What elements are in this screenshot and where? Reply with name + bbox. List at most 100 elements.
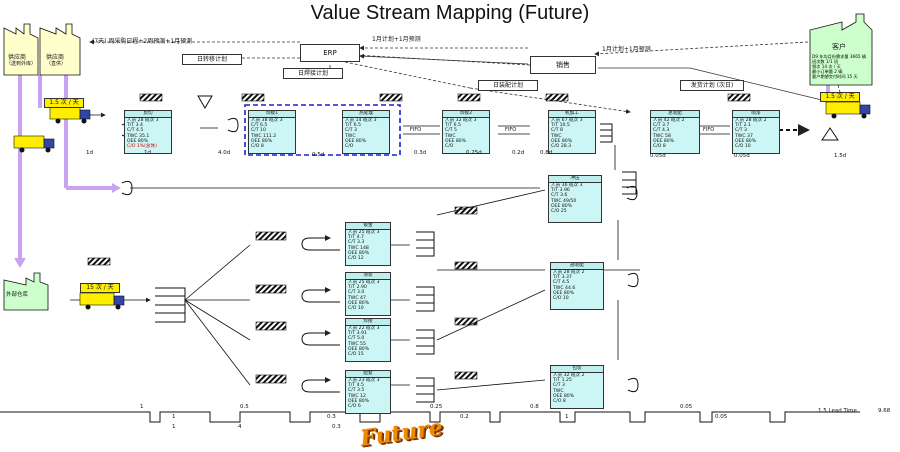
- process-name: 机加工: [549, 111, 595, 118]
- process-metric: TWC 44.6: [553, 285, 576, 291]
- supplier-left-sub: （送到外库）: [6, 61, 37, 67]
- process-name: 包装: [551, 366, 603, 373]
- process-metric: C/T 4.5: [127, 128, 144, 134]
- process-metric: C/O 8: [553, 399, 566, 405]
- timeline-top-label: 0.2: [460, 414, 469, 420]
- process-metric: C/T 4.5: [553, 280, 570, 286]
- process-name: 部装配: [551, 263, 603, 270]
- process-metric: 人员 38 班次 3: [251, 118, 283, 123]
- process-metric: C/O 15: [348, 352, 364, 358]
- process-metric: TWC 47: [348, 295, 366, 301]
- process-metric: OEE 80%: [553, 290, 575, 296]
- customer-info-line: 客户期望交付时间 15 天: [812, 74, 858, 79]
- process-name: 冲压: [549, 176, 601, 183]
- shipping-plan-label: 发货计划 (次日): [680, 80, 744, 91]
- inventory-triangles: [197, 95, 839, 141]
- daily-weld-label: 日焊接计划: [283, 68, 343, 79]
- erp-box: ERP: [300, 44, 360, 62]
- process-metric: C/O 28.3: [551, 144, 572, 150]
- timeline: [0, 411, 860, 423]
- process-metric: C/O: [345, 144, 354, 150]
- process-metric: 人员 14 班次 3: [345, 118, 377, 123]
- customer-name: 客户: [832, 43, 846, 51]
- trucks: [13, 101, 871, 310]
- kaizen-focus-box: [244, 104, 401, 156]
- process-metric: C/T 3.7: [653, 123, 670, 129]
- process-metric: T/T 4.5: [348, 383, 364, 389]
- fifo-label-2: FIFO: [505, 127, 517, 133]
- process-metric: C/T 3.6: [551, 193, 568, 199]
- process-metric: OEE 80%: [735, 138, 757, 144]
- process-metric: C/O 10: [348, 306, 364, 312]
- process-metric: OEE 80%: [345, 138, 367, 144]
- process-metric: C/T 5: [445, 128, 457, 134]
- process-name: 配套: [346, 371, 390, 378]
- inventory-day-label: 1d: [144, 150, 151, 156]
- inventory-day-label: 4.0d: [218, 150, 231, 156]
- process-metric: OEE 80%: [127, 138, 149, 144]
- timeline-top-label: 0.3: [327, 414, 336, 420]
- process-metric: T/T 6.5: [345, 123, 361, 129]
- process-name: 涂装: [346, 273, 390, 280]
- process-metric: 人员 28 班次 3: [127, 118, 159, 123]
- process-arrows: [70, 112, 810, 391]
- process-metric: C/O 6: [348, 404, 361, 410]
- process-metric: T/T 3.37: [553, 275, 572, 281]
- timeline-top-label: 0.8: [530, 404, 539, 410]
- process-name: 焊接1: [249, 111, 295, 118]
- truck-mid-label: 15 次 / 天: [80, 283, 120, 293]
- truck-out-label: 1.5 次 / 天: [820, 92, 860, 102]
- process-metric: T/T 10.5: [551, 123, 570, 129]
- process-metric: C/T 6.5: [251, 123, 268, 129]
- timeline-top-label: 0.5: [240, 404, 249, 410]
- supplier-right-sub: （直供）: [46, 61, 67, 67]
- process-metric: 人员 42 班次 2: [653, 118, 685, 123]
- process-metric: C/T 8: [551, 128, 563, 134]
- process-metric: C/T 3: [735, 128, 747, 134]
- purple-arrow-head: [14, 258, 26, 268]
- shipping-plan-line: [598, 67, 831, 104]
- inventory-day-label: 0.25d: [466, 150, 482, 156]
- customer-factory: [809, 13, 873, 86]
- process-metric: OEE 80%: [553, 393, 575, 399]
- process-metric: OEE 80%: [653, 138, 675, 144]
- process-metric: TWC 35.1: [127, 133, 150, 139]
- process-metric: T/T 2.90: [348, 285, 367, 291]
- process-metric: T/T 4.7: [348, 235, 364, 241]
- process-metric: 人员 28 班次 2: [553, 270, 585, 275]
- process-metric: 人员 28 班次 2: [735, 118, 767, 123]
- process-metric: C/T 3: [553, 383, 565, 389]
- process-metric: C/O 10: [553, 296, 569, 302]
- process-name: 焊接2: [443, 111, 489, 118]
- customer-info: D9 年均月份需求量 3665 辆班次数 1/1 班频次 14 次 / 天最小订…: [812, 54, 872, 79]
- customer-info-line: 最小订单量 2 辆: [812, 69, 843, 74]
- timeline-top-label: 1: [140, 404, 144, 410]
- timeline-bottom-label: 0.3: [332, 424, 341, 430]
- page-title: Value Stream Mapping (Future): [310, 2, 590, 24]
- process-metric: OEE 80%: [348, 250, 370, 256]
- supplier-right-name: 供应商: [46, 54, 65, 61]
- inventory-day-label: 0.05d: [734, 153, 750, 159]
- process-metric: C/T 10: [251, 128, 266, 134]
- process-metric: T/T 3.96: [551, 188, 570, 194]
- fifo-label-3: FIFO: [703, 127, 715, 133]
- customer-info-line: D9 年均月份需求量 3665 辆: [812, 54, 867, 59]
- process-metric: T/T 6.5: [445, 123, 461, 129]
- process-metric: C/T 5.0: [348, 336, 365, 342]
- push-arrows: [87, 93, 751, 384]
- process-metric: TWC: [445, 133, 456, 139]
- customer-info-line: 班次数 1/1 班: [812, 59, 839, 64]
- truck-in-label: 1.5 次 / 天: [44, 98, 84, 108]
- process-metric: TWC 12: [348, 393, 366, 399]
- process-metric: OEE 80%: [445, 138, 467, 144]
- month-plan-label-b: 1月计划+1月预测: [602, 46, 651, 53]
